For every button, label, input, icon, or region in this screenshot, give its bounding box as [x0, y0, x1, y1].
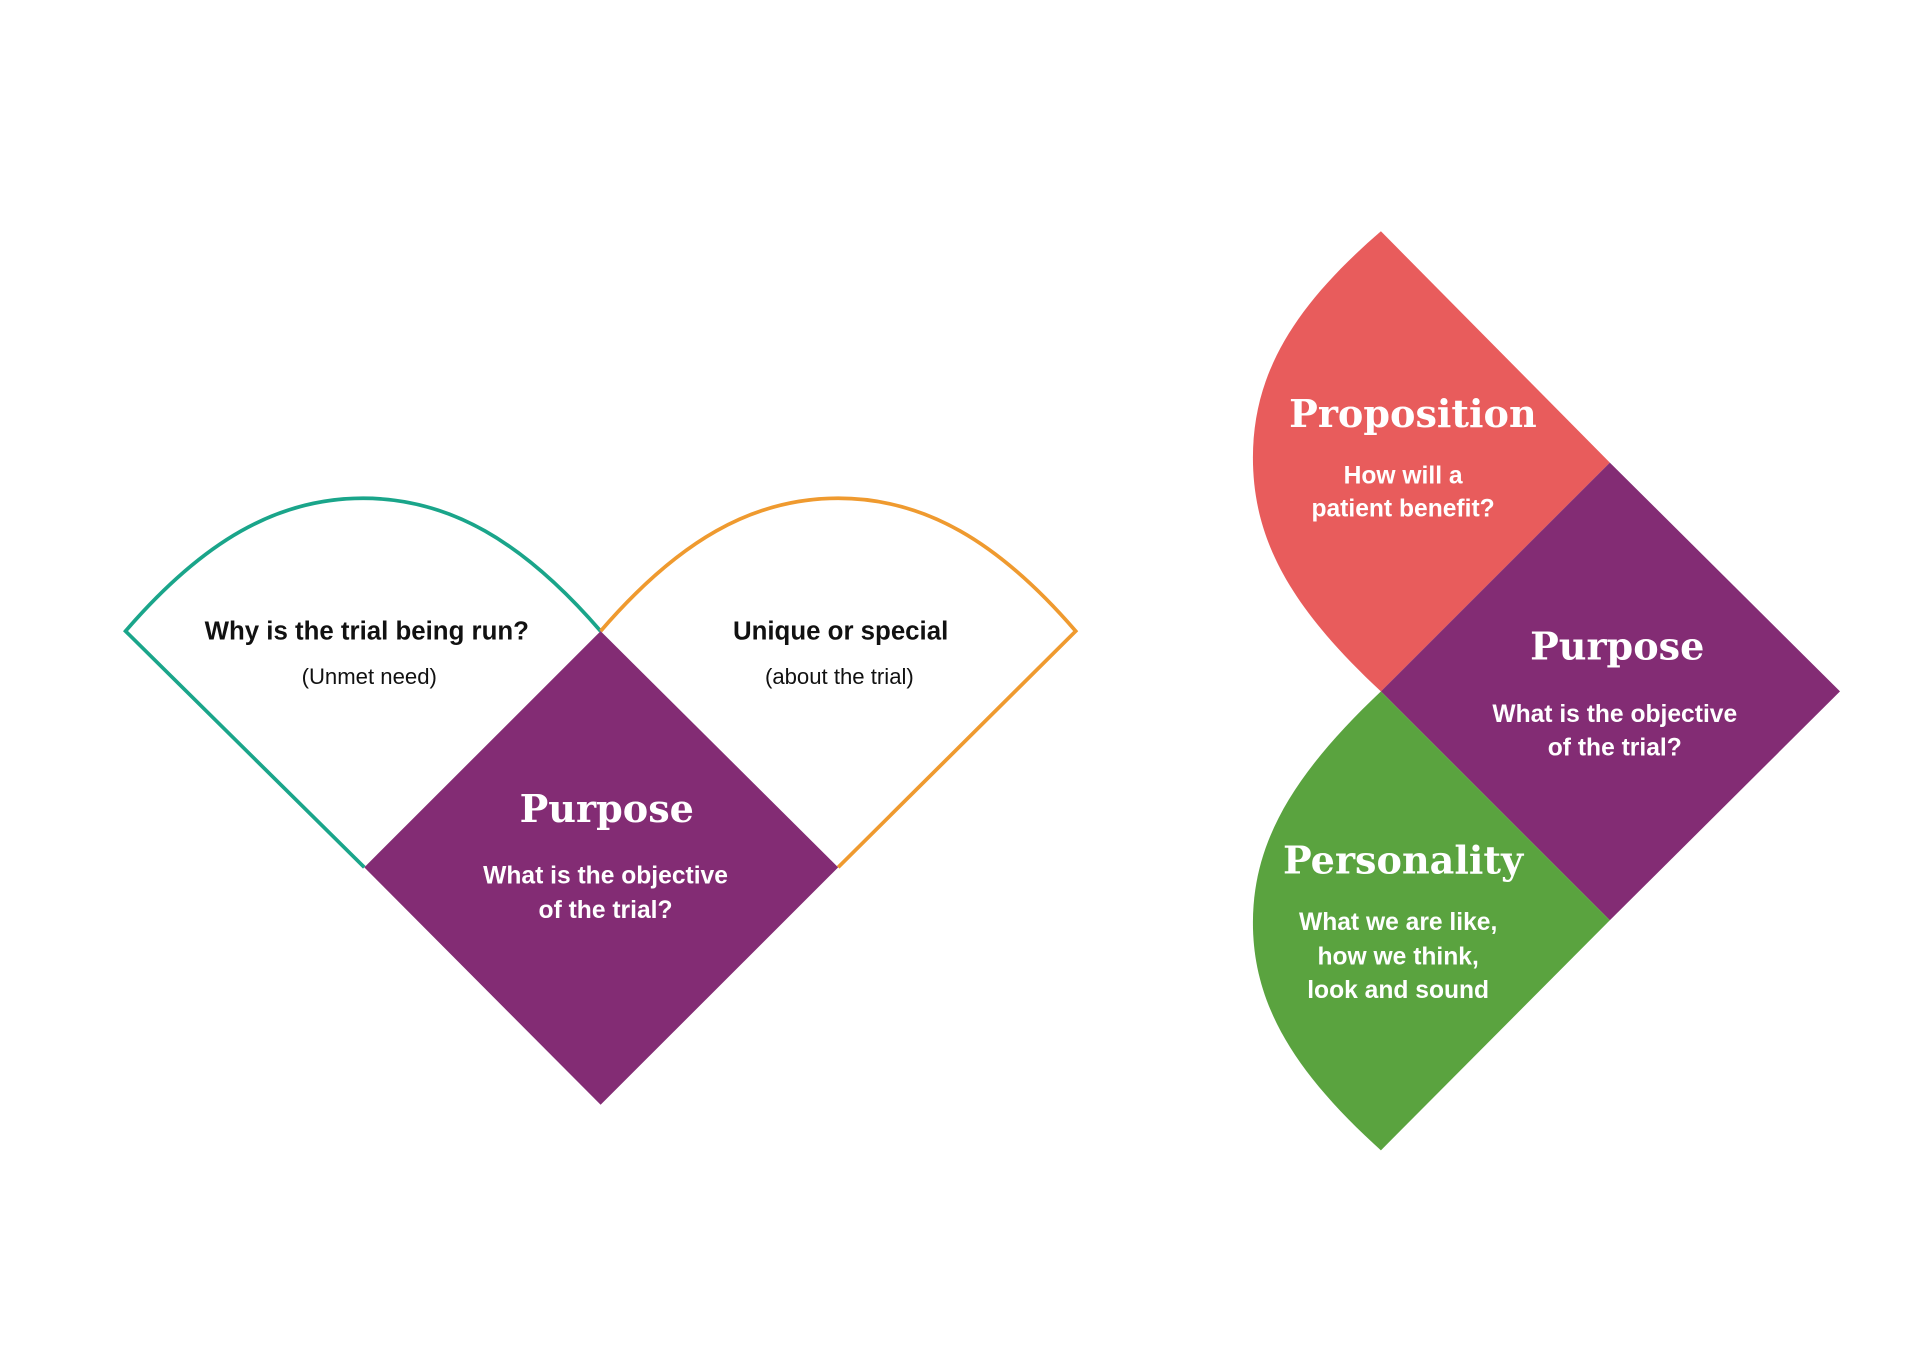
right-purpose-title: Purpose — [1530, 623, 1704, 668]
personality-title: Personality — [1283, 838, 1525, 883]
purpose-diamond-right — [1380, 462, 1840, 921]
proposition-shape — [1252, 231, 1610, 692]
purpose-diamond — [364, 631, 839, 1105]
need-sub: (Unmet need) — [302, 664, 437, 689]
right-diagram: Proposition How will a patient benefit? … — [1252, 231, 1840, 1151]
proposition-line2: patient benefit? — [1311, 496, 1494, 523]
purpose-line1: What is the objective — [483, 862, 728, 889]
proposition-title: Proposition — [1289, 391, 1537, 436]
need-title: Why is the trial being run? — [205, 618, 529, 646]
proposition-line1: How will a — [1344, 463, 1463, 490]
unique-title: Unique or special — [733, 618, 948, 646]
purpose-title: Purpose — [520, 786, 694, 831]
unique-shape — [599, 496, 1079, 869]
personality-line1: What we are like, — [1299, 909, 1497, 936]
unique-sub: (about the trial) — [765, 664, 914, 689]
unmet-need-shape — [123, 496, 603, 869]
personality-shape — [1252, 691, 1610, 1151]
personality-line2: how we think, — [1317, 944, 1478, 971]
right-purpose-line1: What is the objective — [1492, 701, 1737, 728]
purpose-line2: of the trial? — [539, 897, 673, 924]
personality-line3: look and sound — [1307, 977, 1489, 1004]
left-diagram: Why is the trial being run? (Unmet need)… — [123, 496, 1079, 1105]
right-purpose-line2: of the trial? — [1548, 734, 1682, 761]
